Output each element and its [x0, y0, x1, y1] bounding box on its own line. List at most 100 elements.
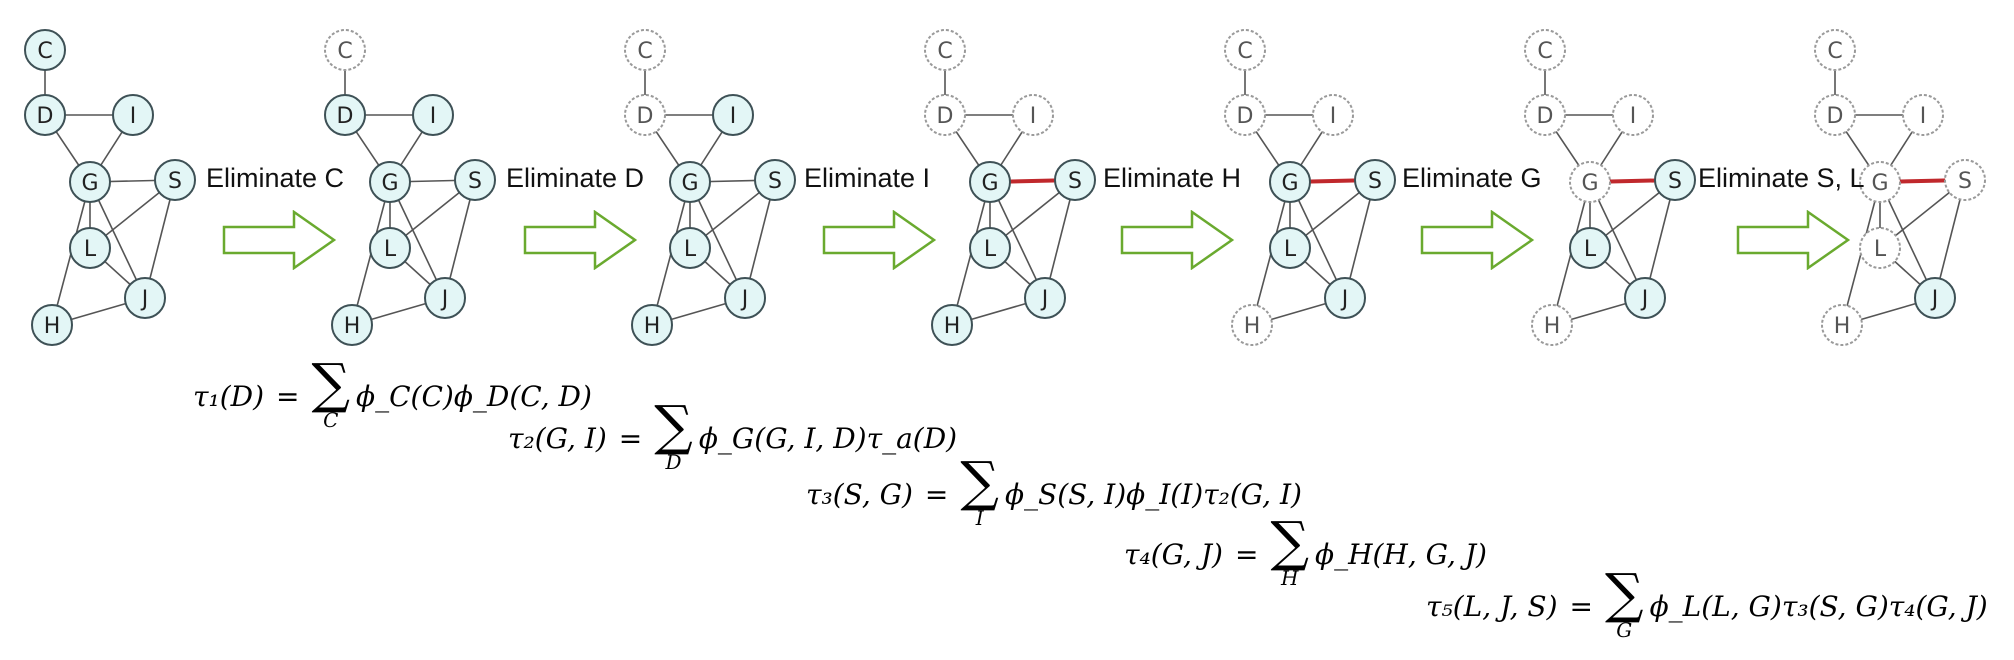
formula-rhs: ϕ_S(S, I)ϕ_I(I)τ₂(G, I) — [1004, 477, 1302, 511]
graph-node-h — [1231, 304, 1273, 346]
graph-node-i — [1902, 94, 1944, 136]
graph-node-label: L — [1584, 237, 1597, 262]
graph-node-c — [624, 29, 666, 71]
formula-tau3: τ₃(S, G) = ∑I ϕ_S(S, I)ϕ_I(I)τ₂(G, I) — [806, 455, 1302, 530]
graph-node-label: L — [384, 237, 397, 262]
graph-node-i — [1312, 94, 1354, 136]
formula-equals: = — [1234, 537, 1259, 571]
sum-subscript: D — [665, 450, 682, 474]
graph-node-label: L — [1284, 237, 1297, 262]
sum-operator: ∑G — [1605, 562, 1644, 642]
graph-node-s — [1944, 159, 1986, 201]
graph-node-c — [924, 29, 966, 71]
formula-rhs: ϕ_L(L, G)τ₃(S, G)τ₄(G, J) — [1649, 589, 1988, 623]
step-label-5: Eliminate G — [1402, 163, 1542, 193]
graph-node-label: D — [1827, 104, 1844, 129]
graph-node-label: S — [468, 169, 482, 194]
graph-node-d — [324, 94, 366, 136]
graph-node-s — [754, 159, 796, 201]
formula-tau2: τ₂(G, I) = ∑D ϕ_G(G, I, D)τ_a(D) — [508, 399, 958, 474]
graph-node-label: G — [81, 171, 98, 196]
graph-node-d — [1224, 94, 1266, 136]
sum-subscript: I — [975, 506, 984, 530]
graph-node-l — [1269, 227, 1311, 269]
step-label-6: Eliminate S, L — [1698, 163, 1865, 193]
graph-node-label: G — [681, 171, 698, 196]
graph-node-label: H — [644, 314, 661, 339]
graph-node-d — [1524, 94, 1566, 136]
graph-node-g — [669, 161, 711, 203]
graph-edge — [89, 181, 146, 299]
graph-node-label: C — [337, 39, 352, 64]
graph-node-l — [369, 227, 411, 269]
formula-lhs: τ₄(G, J) — [1124, 537, 1223, 571]
graph-node-label: C — [1237, 39, 1252, 64]
graph-node-d — [24, 94, 66, 136]
graph-node-label: C — [937, 39, 952, 64]
formula-equals: = — [1569, 589, 1593, 623]
graph-node-label: D — [1537, 104, 1554, 129]
arrow-icon — [222, 210, 337, 270]
graph-node-label: J — [1340, 287, 1349, 312]
graph-node-label: C — [1537, 39, 1552, 64]
graph-node-j — [1624, 277, 1666, 319]
graph-edge — [989, 181, 1046, 299]
graph-node-j — [1914, 277, 1956, 319]
graph-node-label: I — [730, 104, 737, 129]
graph-node-h — [31, 304, 73, 346]
graph-node-j — [724, 277, 766, 319]
formula-rhs: ϕ_C(C)ϕ_D(C, D) — [356, 379, 592, 413]
sum-operator: ∑H — [1270, 510, 1309, 590]
graph-node-label: H — [944, 314, 961, 339]
graph-node-label: L — [684, 237, 697, 262]
graph-node-i — [1612, 94, 1654, 136]
graph-node-label: H — [344, 314, 361, 339]
formula-lhs: τ₅(L, J, S) — [1426, 589, 1558, 623]
step-label-3: Eliminate I — [804, 163, 931, 193]
graph-node-l — [69, 227, 111, 269]
sum-subscript: G — [1616, 618, 1633, 642]
graph-node-label: S — [1958, 169, 1972, 194]
graph-node-label: J — [1040, 287, 1049, 312]
graph-node-label: C — [37, 39, 52, 64]
graph-node-label: S — [168, 169, 182, 194]
graph-node-label: C — [637, 39, 652, 64]
formula-equals: = — [276, 379, 300, 413]
graph-node-label: J — [440, 287, 449, 312]
graph-node-label: G — [1871, 171, 1888, 196]
graph-node-label: D — [37, 104, 54, 129]
graph-node-h — [1821, 304, 1863, 346]
graph-node-label: L — [1874, 237, 1887, 262]
graph-node-label: D — [337, 104, 354, 129]
graph-node-j — [1324, 277, 1366, 319]
graph-node-label: H — [1834, 314, 1851, 339]
sum-subscript: H — [1280, 566, 1299, 590]
graph-node-i — [712, 94, 754, 136]
graph-node-s — [1654, 159, 1696, 201]
graph-edge — [689, 181, 746, 299]
formula-tau5: τ₅(L, J, S) = ∑G ϕ_L(L, G)τ₃(S, G)τ₄(G, … — [1426, 562, 1988, 642]
arrow-icon — [523, 210, 638, 270]
graph-node-d — [924, 94, 966, 136]
formula-lhs: τ₂(G, I) — [508, 421, 607, 455]
graph-node-label: G — [981, 171, 998, 196]
graph-node-label: J — [740, 287, 749, 312]
graph-node-label: L — [984, 237, 997, 262]
graph-node-s — [154, 159, 196, 201]
graph-node-label: D — [1237, 104, 1254, 129]
graph-node-label: I — [1920, 104, 1927, 129]
graph-node-c — [1224, 29, 1266, 71]
graph-node-i — [112, 94, 154, 136]
arrow-icon — [1120, 210, 1235, 270]
graph-edge — [1589, 181, 1646, 299]
graph-node-h — [631, 304, 673, 346]
formula-rhs: ϕ_G(G, I, D)τ_a(D) — [698, 421, 958, 455]
formula-equals: = — [618, 421, 643, 455]
